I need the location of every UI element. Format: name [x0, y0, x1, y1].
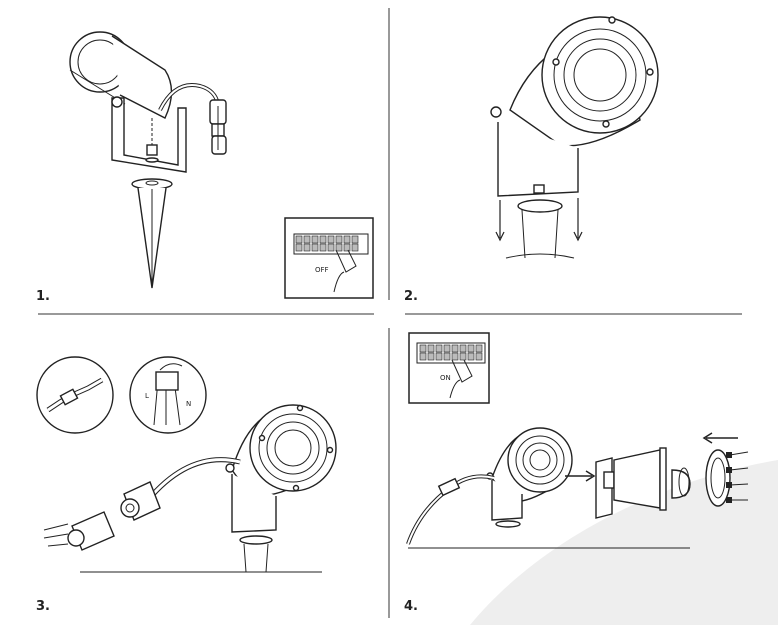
step-3-panel: L N [36, 356, 337, 614]
step1-switch-inset: OFF [284, 217, 374, 299]
step3-spike [239, 535, 273, 573]
step-4-panel: ON [404, 332, 749, 614]
step4-arrow-right [565, 470, 596, 482]
step4-switch-inset: ON [408, 332, 490, 404]
step4-screws [726, 451, 749, 503]
step4-front-cover [705, 449, 731, 507]
step1-switch-off-label: OFF [315, 266, 329, 274]
step3-bracket [225, 463, 277, 533]
background-arc [470, 460, 778, 625]
step1-number: 1. [36, 289, 50, 304]
step4-lamp-head [491, 427, 573, 503]
step1-connector [209, 99, 227, 155]
step4-number: 4. [404, 599, 418, 614]
step1-lamp-head [69, 31, 173, 119]
step4-arrow-left [702, 432, 738, 444]
step1-bracket [111, 96, 187, 173]
step1-ground-spike [131, 178, 173, 289]
step3-lamp-head [231, 404, 337, 497]
step2-lamp-head [509, 16, 659, 147]
step4-switch-on-label: ON [440, 374, 451, 382]
step-1-panel: OFF 1. [36, 31, 374, 304]
step2-bracket [490, 106, 579, 197]
step3-number: 3. [36, 599, 50, 614]
step4-bracket [486, 472, 523, 528]
step2-number: 2. [404, 289, 418, 304]
step1-bolt [145, 118, 159, 163]
step4-exploded-fixture [595, 447, 691, 519]
step3-wire-l-label: L [145, 392, 149, 400]
step2-spike [505, 199, 575, 259]
step2-down-arrows [495, 198, 583, 242]
step4-cable-connector [437, 477, 461, 497]
step-2-panel: 2. [404, 16, 659, 304]
step3-wire-n-label: N [186, 400, 191, 408]
step3-wiring-detail-circle: L N [129, 356, 207, 434]
step3-connector-detail-circle [36, 356, 114, 434]
step3-waterproof-connector [43, 481, 161, 551]
